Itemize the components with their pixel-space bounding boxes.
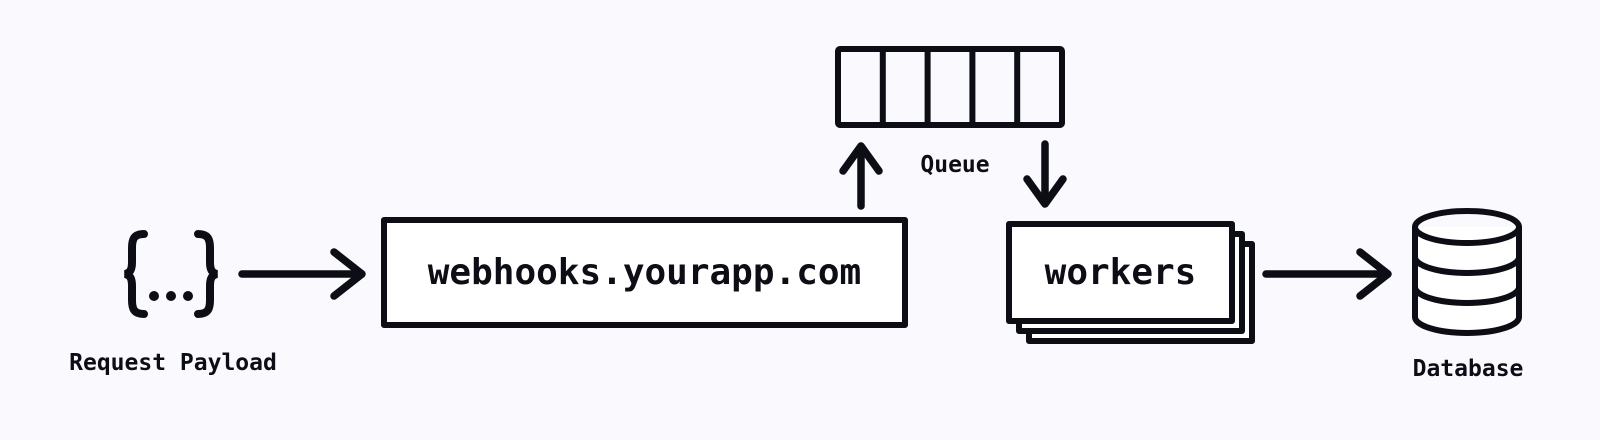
webhooks-node-label: webhooks.yourapp.com <box>427 252 862 293</box>
queue-icon <box>835 46 1065 128</box>
arrow-right-workers-to-database-icon <box>1262 248 1392 300</box>
database-icon <box>1412 208 1522 337</box>
arrow-up-webhooks-to-queue-icon <box>839 142 883 210</box>
workers-node-label: workers <box>1044 252 1197 293</box>
payload-braces-icon <box>123 230 219 318</box>
workers-node-stack: workers <box>1006 221 1256 345</box>
arrow-right-payload-to-webhooks-icon <box>238 248 366 300</box>
queue-label: Queue <box>920 152 990 178</box>
webhooks-node: webhooks.yourapp.com <box>381 217 908 328</box>
request-payload-label: Request Payload <box>69 350 277 376</box>
database-label: Database <box>1412 356 1524 382</box>
arrow-down-queue-to-workers-icon <box>1023 140 1067 208</box>
workers-node: workers <box>1006 221 1235 324</box>
